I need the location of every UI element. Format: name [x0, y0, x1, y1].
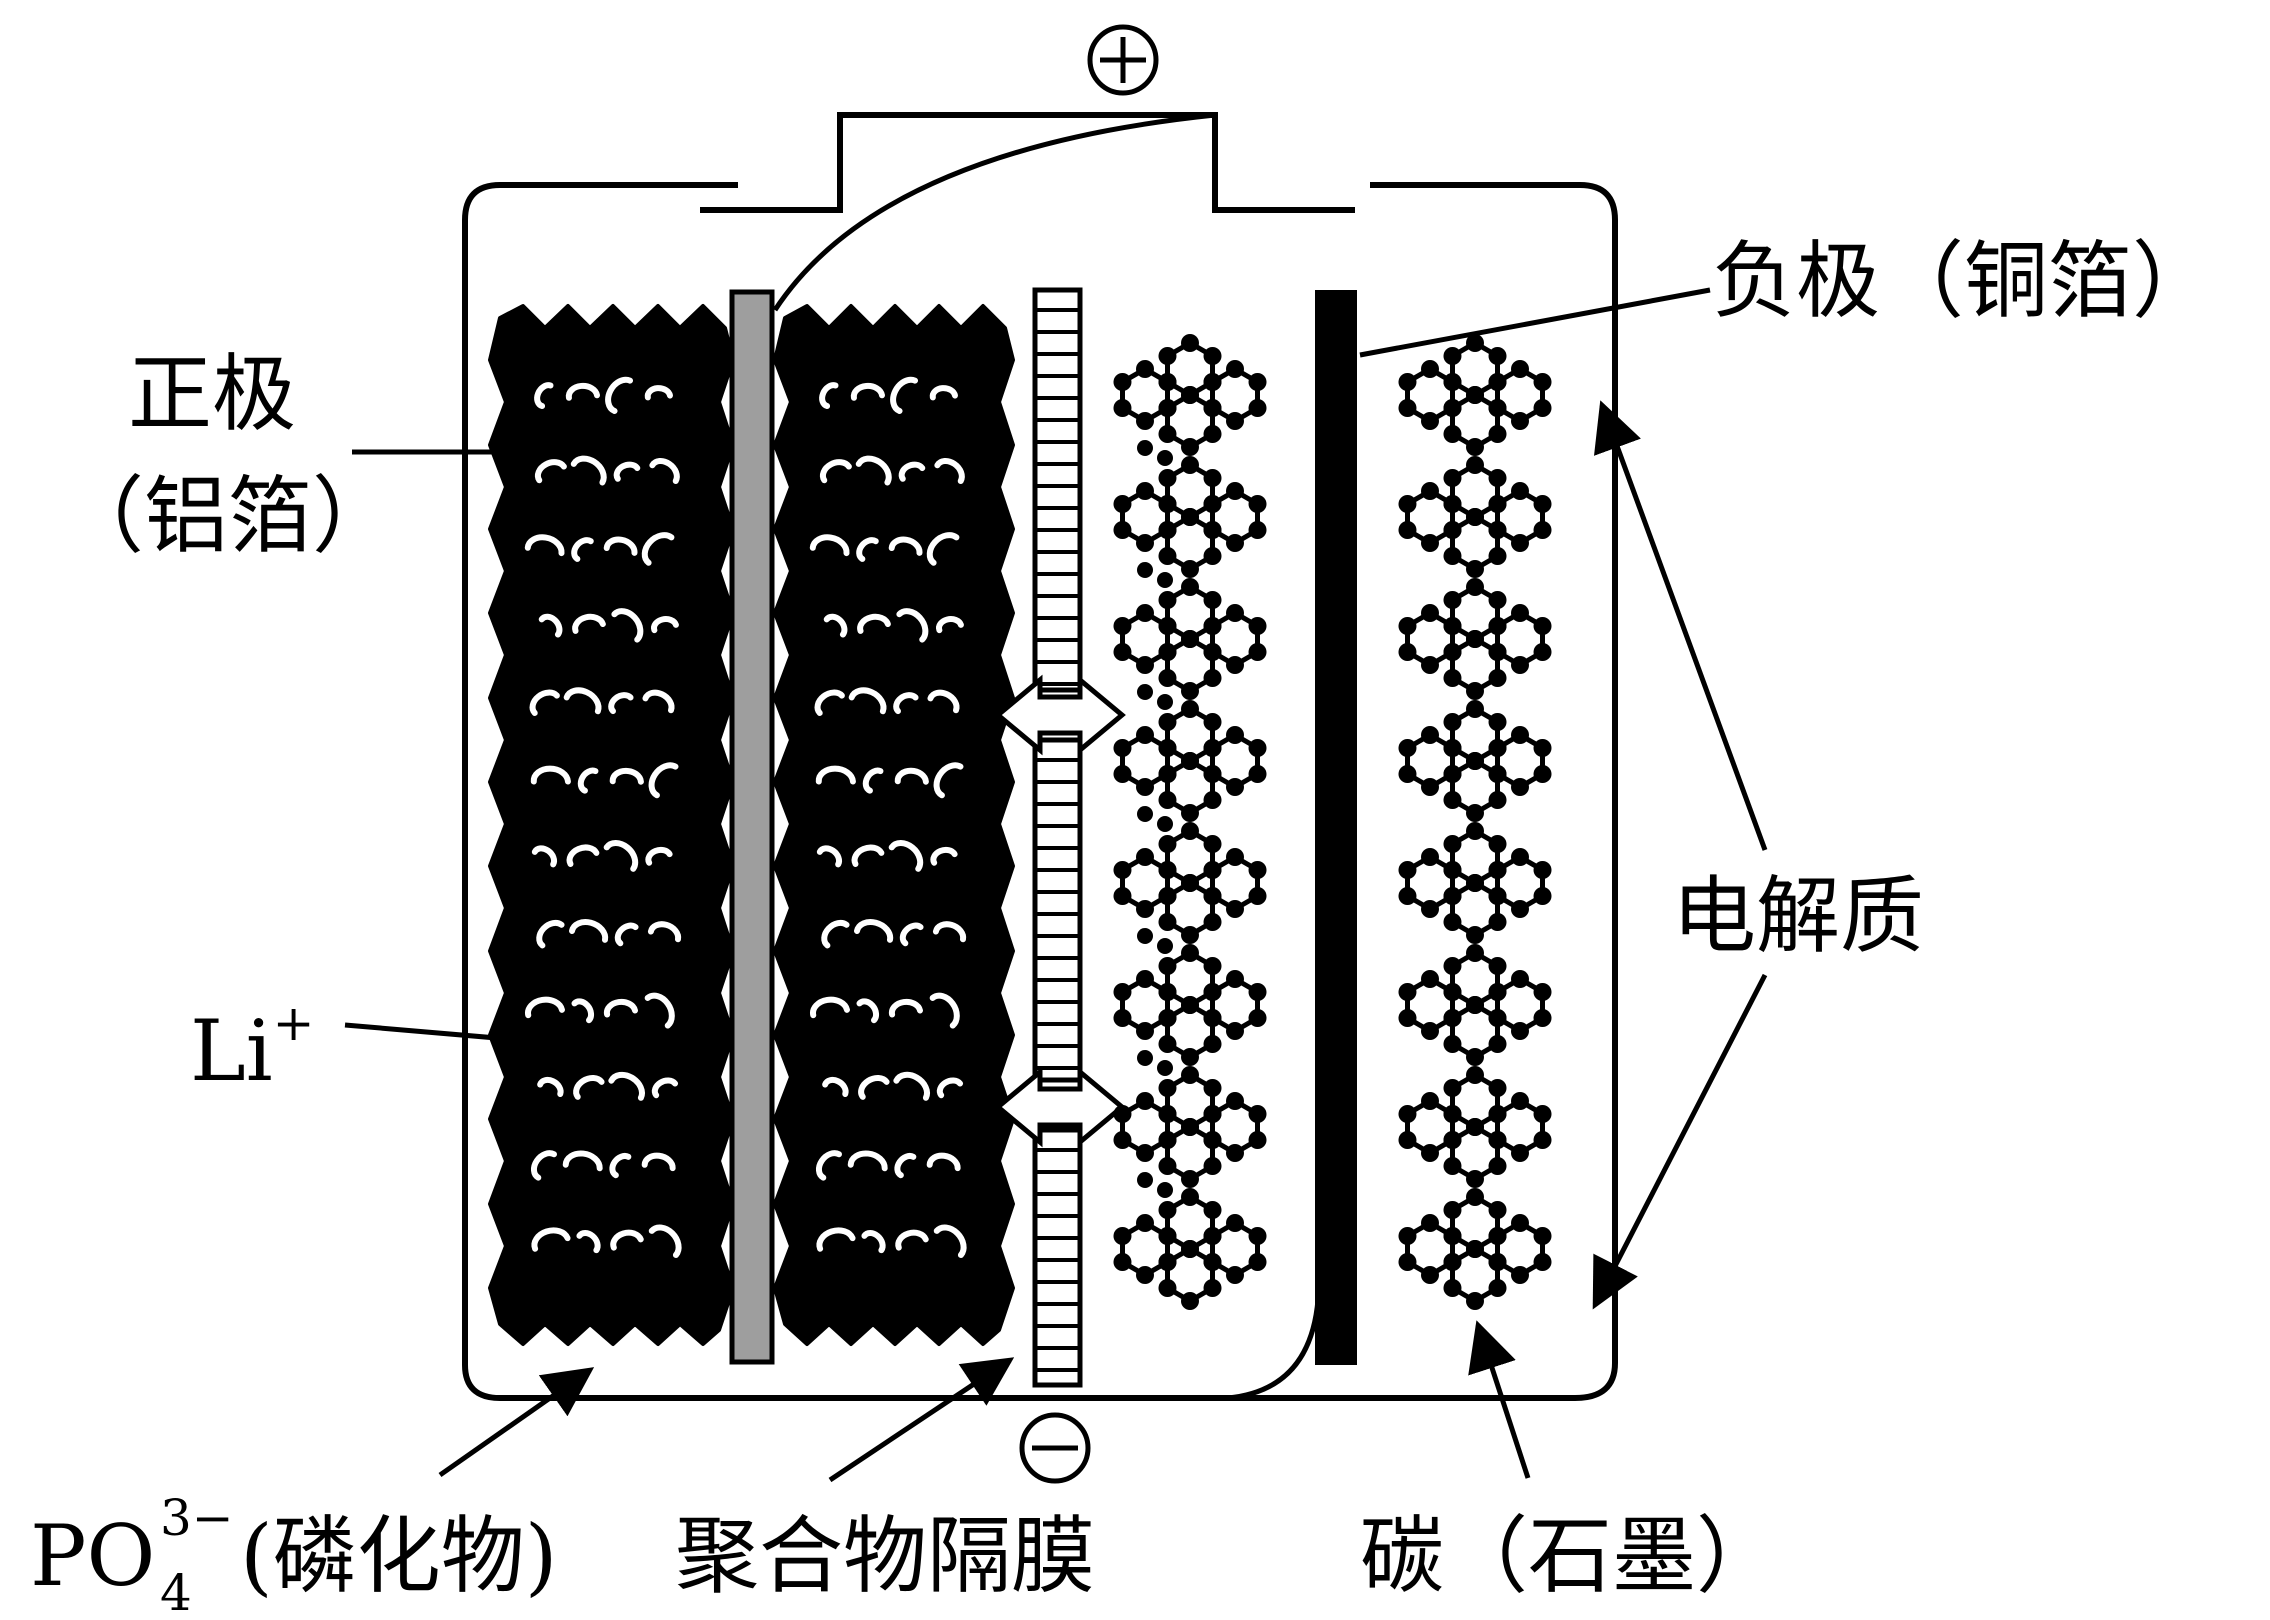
phosphate-subscript: 4	[160, 1564, 192, 1620]
cathode-material-left	[488, 304, 735, 1346]
electrolyte-label: 电解质	[1672, 867, 1924, 965]
separator-label: 聚合物隔膜	[675, 1507, 1095, 1605]
graphite-anode-left	[1113, 334, 1267, 1310]
phosphate-superscript: 3−	[160, 1489, 234, 1547]
cathode-label-line2: （铝箔）	[60, 467, 396, 565]
negative-terminal-icon	[1019, 1412, 1091, 1484]
lithium-ion-label: Li+	[190, 994, 315, 1100]
polymer-separator	[1032, 287, 1083, 1388]
phosphate-name: (磷化物)	[240, 1507, 558, 1605]
aluminum-foil	[729, 289, 775, 1365]
positive-wire	[772, 112, 1216, 312]
positive-terminal-icon	[1087, 24, 1159, 96]
battery-case	[462, 112, 1618, 1401]
anode-label: 负极（铜箔）	[1712, 232, 2216, 330]
graphite-anode-right	[1398, 334, 1552, 1310]
intercalated-lithium-ions	[1137, 440, 1173, 1198]
graphite-label: 碳（石墨）	[1360, 1507, 1780, 1605]
cathode-material-right	[773, 304, 1015, 1346]
copper-foil	[1315, 290, 1357, 1365]
phosphate-formula: PO	[30, 1507, 155, 1605]
ion-transfer-icon	[994, 674, 1126, 756]
label-leaders	[344, 287, 1768, 1483]
cathode-label-line1: 正极	[128, 345, 296, 443]
